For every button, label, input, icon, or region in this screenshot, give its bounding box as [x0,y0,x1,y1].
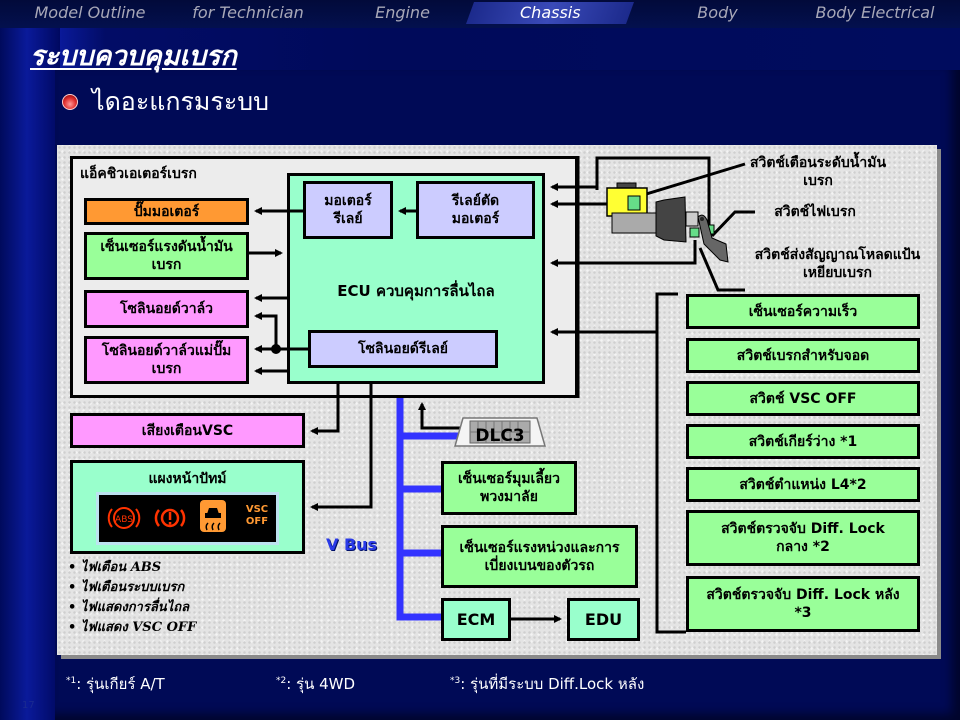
nav-body-electrical[interactable]: Body Electrical [795,2,955,24]
ecm-label: ECM [456,609,496,629]
center-diff-lock-switch-box: สวิตช์ตรวจจับ Diff. Lock กลาง *2 [686,510,920,566]
brake-pedal-load-switch-label: สวิตช์ส่งสัญญาณโหลดแป้นเหยียบเบรก [754,247,921,281]
solenoid-relay-label: โซลินอยด์รีเลย์ [358,341,448,357]
parking-brake-switch-box: สวิตช์เบรกสำหรับจอด [686,338,920,373]
footnote-3: *3: รุ่นที่มีระบบ Diff.Lock หลัง [450,672,644,696]
input-label: สวิตช์เกียร์ว่าง *1 [748,433,858,450]
yaw-rate-decel-sensor-box: เซ็นเซอร์แรงหน่วงและการเบี่ยงเบนของตัวรถ [441,525,638,588]
footnote-text: : รุ่น 4WD [286,675,356,693]
nav-for-technician[interactable]: for Technician [178,2,318,24]
footnote-1: *1: รุ่นเกียร์ A/T [66,672,165,696]
input-label: สวิตช์ตำแหน่ง L4*2 [739,476,867,493]
legend-item: ไฟแสดง VSC OFF [68,618,197,638]
input-label: สวิตช์ตรวจจับ Diff. Lock หลัง *3 [706,587,900,621]
yaw-rate-decel-sensor-label: เซ็นเซอร์แรงหน่วงและการเบี่ยงเบนของตัวรถ [459,539,620,574]
stop-light-switch-label: สวิตช์ไฟเบรก [774,204,856,220]
speed-sensor-box: เซ็นเซอร์ความเร็ว [686,294,920,329]
brake-actuator-title: แอ็คชิวเอเตอร์เบรก [80,166,197,182]
section-subtitle: ไดอะแกรมระบบ [92,87,270,116]
nav-label: Model Outline [34,3,146,22]
legend-item: ไฟเตือน ABS [68,558,196,578]
nav-body[interactable]: Body [680,2,755,24]
legend-item: ไฟแสดงการลื่นไถล [68,598,196,618]
motor-relay-label: มอเตอร์รีเลย์ [324,193,372,227]
legend-item: ไฟเตือนระบบเบรก [68,578,196,598]
solenoid-valve-box: โซลินอยด์วาล์ว [84,290,249,328]
abs-lamp-text: ABS [115,515,133,525]
vsc-off-icon: VSC OFF [246,504,268,527]
nav-model-outline[interactable]: Model Outline [20,2,160,24]
slip-indicator-icon [200,500,226,532]
nav-label: Body Electrical [815,3,935,22]
top-navigation: Model Outline for Technician Engine Chas… [0,0,960,28]
footnote-mark: *2 [276,676,287,686]
warning-lamp-legend: ไฟเตือน ABS ไฟเตือนระบบเบรก ไฟแสดงการลื่… [68,558,197,638]
solenoid-valve-label: โซลินอยด์วาล์ว [119,301,214,317]
v-bus-label: V Bus [326,535,378,554]
pump-motor-label: ปั๊มมอเตอร์ [133,203,200,220]
motor-relay-box: มอเตอร์รีเลย์ [303,181,393,239]
nav-label: Engine [375,3,430,22]
abs-warning-icon: ABS [107,507,141,529]
vsc-buzzer-label: เสียงเตือนVSC [141,422,234,439]
nav-engine[interactable]: Engine [355,2,450,24]
brake-warning-icon [154,508,186,528]
input-label: สวิตช์ตรวจจับ Diff. Lock กลาง *2 [721,521,885,555]
footnote-mark: *1 [66,676,77,686]
page-title: ระบบควบคุมเบรก [30,41,237,72]
rear-diff-lock-switch-box: สวิตช์ตรวจจับ Diff. Lock หลัง *3 [686,576,920,632]
master-cylinder-solenoid-valve-box: โซลินอยด์วาล์วแม่ปั๊มเบรก [84,336,249,384]
footnote-2: *2: รุ่น 4WD [276,672,355,696]
input-label: สวิตช์เบรกสำหรับจอด [736,347,870,364]
edu-box: EDU [567,598,640,641]
brake-fluid-level-switch-label: สวิตช์เตือนระดับน้ำมันเบรก [749,155,887,189]
slide-left-bar [0,0,60,720]
nav-label: Chassis [519,3,581,22]
edu-label: EDU [584,609,623,629]
master-cylinder-solenoid-valve-label: โซลินอยด์วาล์วแม่ปั๊มเบรก [101,343,232,377]
vsc-off-switch-box: สวิตช์ VSC OFF [686,381,920,416]
neutral-start-switch-box: สวิตช์เกียร์ว่าง *1 [686,424,920,459]
nav-label: Body [697,3,738,22]
svg-text:VSC: VSC [246,504,268,515]
ecm-box: ECM [441,598,511,641]
skid-control-ecu-title: ECU ควบคุมการลื่นไถล [337,282,495,300]
steering-angle-sensor-box: เซ็นเซอร์มุมเลี้ยวพวงมาลัย [441,461,577,515]
input-label: เซ็นเซอร์ความเร็ว [748,303,858,320]
warning-lamp-panel: ABS VSC OFF [96,492,279,545]
svg-text:OFF: OFF [246,516,268,527]
bullet-icon [62,94,78,110]
steering-angle-sensor-label: เซ็นเซอร์มุมเลี้ยวพวงมาลัย [458,471,560,505]
brake-fluid-pressure-sensor-label: เซ็นเซอร์แรงดันน้ำมันเบรก [100,239,233,273]
footnote-mark: *3 [450,676,461,686]
vsc-buzzer-box: เสียงเตือนVSC [70,413,305,448]
nav-label: for Technician [192,3,304,22]
combination-meter-title: แผงหน้าปัทม์ [148,471,227,487]
motor-cut-relay-box: รีเลย์ตัดมอเตอร์ [416,181,535,239]
footnote-text: : รุ่นเกียร์ A/T [76,675,165,693]
solenoid-relay-box: โซลินอยด์รีเลย์ [308,330,498,368]
brake-fluid-pressure-sensor-box: เซ็นเซอร์แรงดันน้ำมันเบรก [84,232,249,280]
l4-position-switch-box: สวิตช์ตำแหน่ง L4*2 [686,467,920,502]
motor-cut-relay-label: รีเลย์ตัดมอเตอร์ [451,193,500,227]
footnote-text: : รุ่นที่มีระบบ Diff.Lock หลัง [460,675,645,693]
input-label: สวิตช์ VSC OFF [749,390,857,407]
pump-motor-box: ปั๊มมอเตอร์ [84,198,249,225]
page-number: 17 [22,700,35,711]
nav-chassis[interactable]: Chassis [465,2,635,24]
